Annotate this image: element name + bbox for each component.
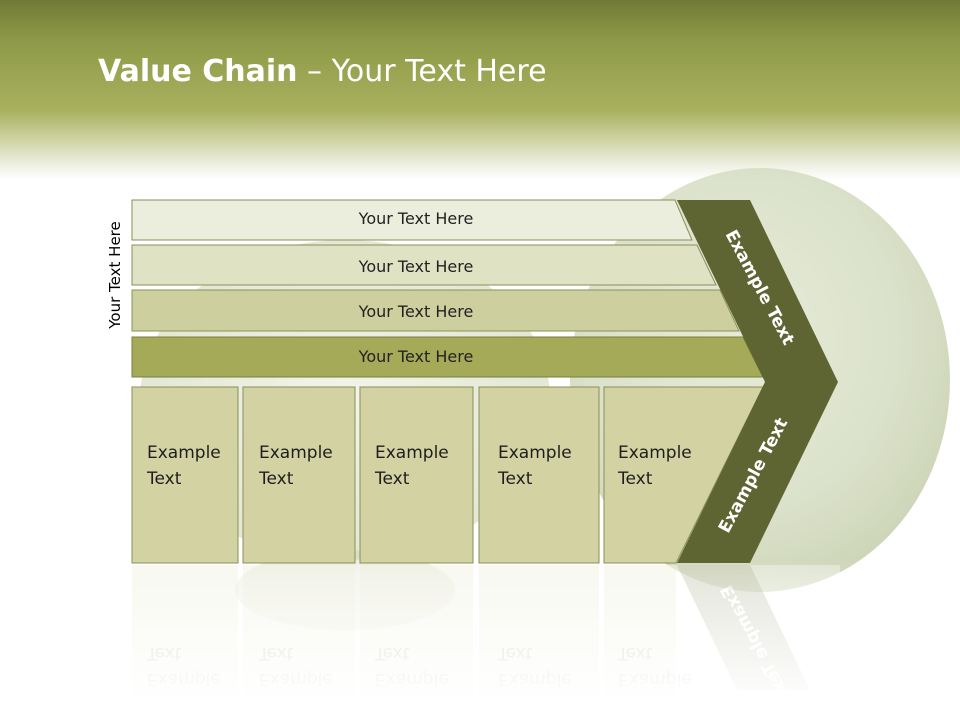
column-box-1[interactable] bbox=[131, 386, 239, 564]
column-5-line2: Text bbox=[618, 469, 653, 489]
column-4-line2: Text bbox=[498, 469, 533, 489]
row-bar-1[interactable] bbox=[131, 199, 693, 241]
row-label-1: Your Text Here bbox=[358, 209, 474, 228]
header-band bbox=[0, 0, 960, 180]
column-2-line2: Text bbox=[259, 469, 294, 489]
row-bar-2[interactable] bbox=[131, 244, 717, 286]
column-box-4[interactable] bbox=[478, 386, 600, 564]
column-1-line1: Example bbox=[147, 443, 221, 463]
title-bold: Value Chain bbox=[98, 54, 298, 89]
row-bar-3[interactable] bbox=[131, 289, 740, 332]
column-3-line1: Example bbox=[375, 443, 449, 463]
column-1-line2: Text bbox=[147, 469, 182, 489]
column-5-line1: Example bbox=[618, 443, 692, 463]
column-box-3[interactable] bbox=[359, 386, 474, 564]
column-3-line2: Text bbox=[375, 469, 410, 489]
row-label-2: Your Text Here bbox=[358, 257, 474, 276]
title-rest: – Your Text Here bbox=[297, 54, 547, 89]
row-label-4: Your Text Here bbox=[358, 347, 474, 366]
row-label-3: Your Text Here bbox=[358, 302, 474, 321]
column-box-5[interactable] bbox=[603, 386, 764, 564]
slide-title: Value Chain – Your Text Here bbox=[98, 54, 547, 89]
column-box-2[interactable] bbox=[242, 386, 356, 564]
column-4-line1: Example bbox=[498, 443, 572, 463]
reflection-fade bbox=[120, 565, 840, 705]
chevron-shape[interactable] bbox=[677, 200, 838, 563]
column-2-line1: Example bbox=[259, 443, 333, 463]
